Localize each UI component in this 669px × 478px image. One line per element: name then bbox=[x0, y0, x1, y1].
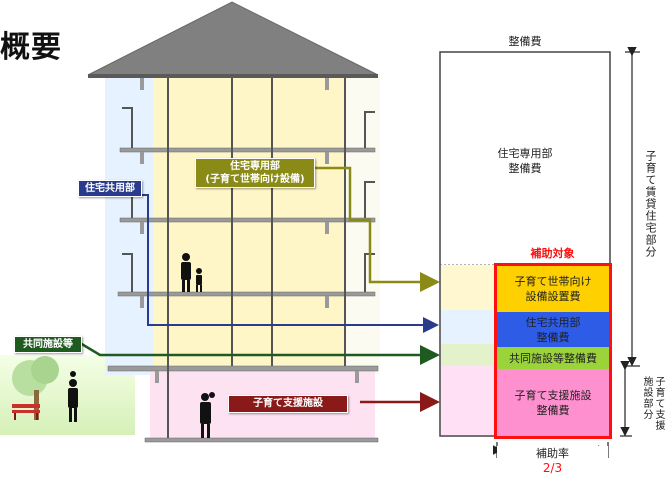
label-kosodate-shien: 子育て支援施設 bbox=[228, 395, 348, 413]
senyo-cost-label: 住宅専用部 整備費 bbox=[497, 147, 553, 175]
segment-shien: 子育て支援施設 整備費 bbox=[497, 369, 609, 436]
label-jutaku-senyo-bu: 住宅専用部 (子育て世帯向け設備) bbox=[195, 158, 315, 188]
page-title: 概要 bbox=[0, 30, 62, 65]
arrow-kyodo bbox=[79, 341, 440, 365]
hojo-ritsu-label: 補助率 bbox=[497, 446, 608, 461]
hojo-ritsu-value: 2/3 bbox=[542, 461, 563, 475]
side-label-shien-1: 施設部分 bbox=[641, 376, 652, 420]
label-jutaku-kyoyo-bu: 住宅共用部 bbox=[78, 180, 142, 197]
segment-setsubi: 子育て世帯向け 設備設置費 bbox=[497, 266, 609, 312]
segment-kyodo: 共同施設等整備費 bbox=[497, 347, 609, 369]
cost-header: 整備費 bbox=[508, 35, 542, 48]
arrow-senyo bbox=[312, 166, 440, 292]
hojo-taisho-block: 子育て世帯向け 設備設置費 住宅共用部 整備費 共同施設等整備費 子育て支援施設… bbox=[494, 263, 612, 439]
side-label-shien-2: 子育て支援 bbox=[653, 376, 664, 431]
segment-kyoyo: 住宅共用部 整備費 bbox=[497, 312, 609, 347]
side-label-chintai: 子育て賃貸住宅部分 bbox=[644, 150, 657, 258]
hojo-taisho-label: 補助対象 bbox=[530, 247, 575, 260]
label-kyodo-shisetsu: 共同施設等 bbox=[14, 336, 82, 353]
